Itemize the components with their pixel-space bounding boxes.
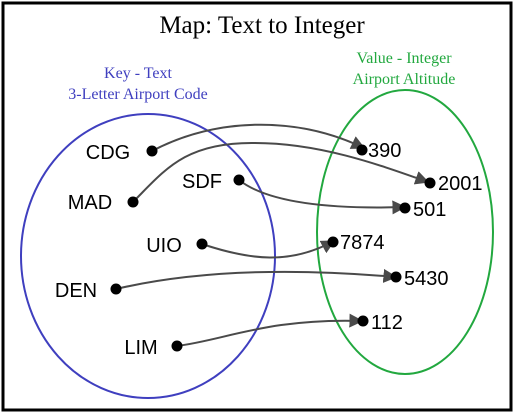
value-dots <box>327 144 436 327</box>
value-dot-2001 <box>424 177 436 189</box>
key-set-label-line1: Key - Text <box>104 65 172 82</box>
key-dot-lim <box>171 340 183 352</box>
value-label-7874: 7874 <box>340 232 385 254</box>
key-dot-mad <box>127 196 139 208</box>
arrow-sdf-501 <box>238 179 407 215</box>
value-label-5430: 5430 <box>404 268 449 290</box>
key-label-mad: MAD <box>68 192 112 214</box>
value-label-112: 112 <box>371 312 403 334</box>
value-set-label-line1: Value - Integer <box>356 50 452 67</box>
key-dot-cdg <box>146 145 158 157</box>
key-dots <box>110 145 245 352</box>
arrow-lim-112 <box>176 313 364 347</box>
key-label-den: DEN <box>55 280 97 302</box>
key-dot-sdf <box>233 174 245 186</box>
value-dot-112 <box>357 315 369 327</box>
value-dot-7874 <box>327 236 339 248</box>
key-label-sdf: SDF <box>182 171 222 193</box>
value-dot-390 <box>356 144 368 156</box>
value-set-label-line2: Airport Altitude <box>353 71 456 88</box>
key-dot-den <box>110 283 122 295</box>
key-set-label-line2: 3-Letter Airport Code <box>68 86 208 103</box>
value-dot-5430 <box>390 271 402 283</box>
arrow-cdg-390 <box>151 123 366 152</box>
arrow-mad-2001 <box>132 141 430 203</box>
diagram-title: Map: Text to Integer <box>159 12 365 39</box>
value-set-ellipse <box>316 89 494 375</box>
arrow-uio-7874 <box>201 240 336 259</box>
value-label-2001: 2001 <box>438 173 483 195</box>
key-label-cdg: CDG <box>86 142 130 164</box>
arrow-den-5430 <box>115 268 398 290</box>
key-dot-uio <box>196 238 208 250</box>
value-label-390: 390 <box>368 140 401 162</box>
value-label-501: 501 <box>413 199 446 221</box>
key-label-lim: LIM <box>124 337 157 359</box>
value-dot-501 <box>399 202 411 214</box>
key-label-uio: UIO <box>146 235 182 257</box>
key-set-ellipse <box>20 113 276 399</box>
mapping-arrows <box>115 123 430 347</box>
